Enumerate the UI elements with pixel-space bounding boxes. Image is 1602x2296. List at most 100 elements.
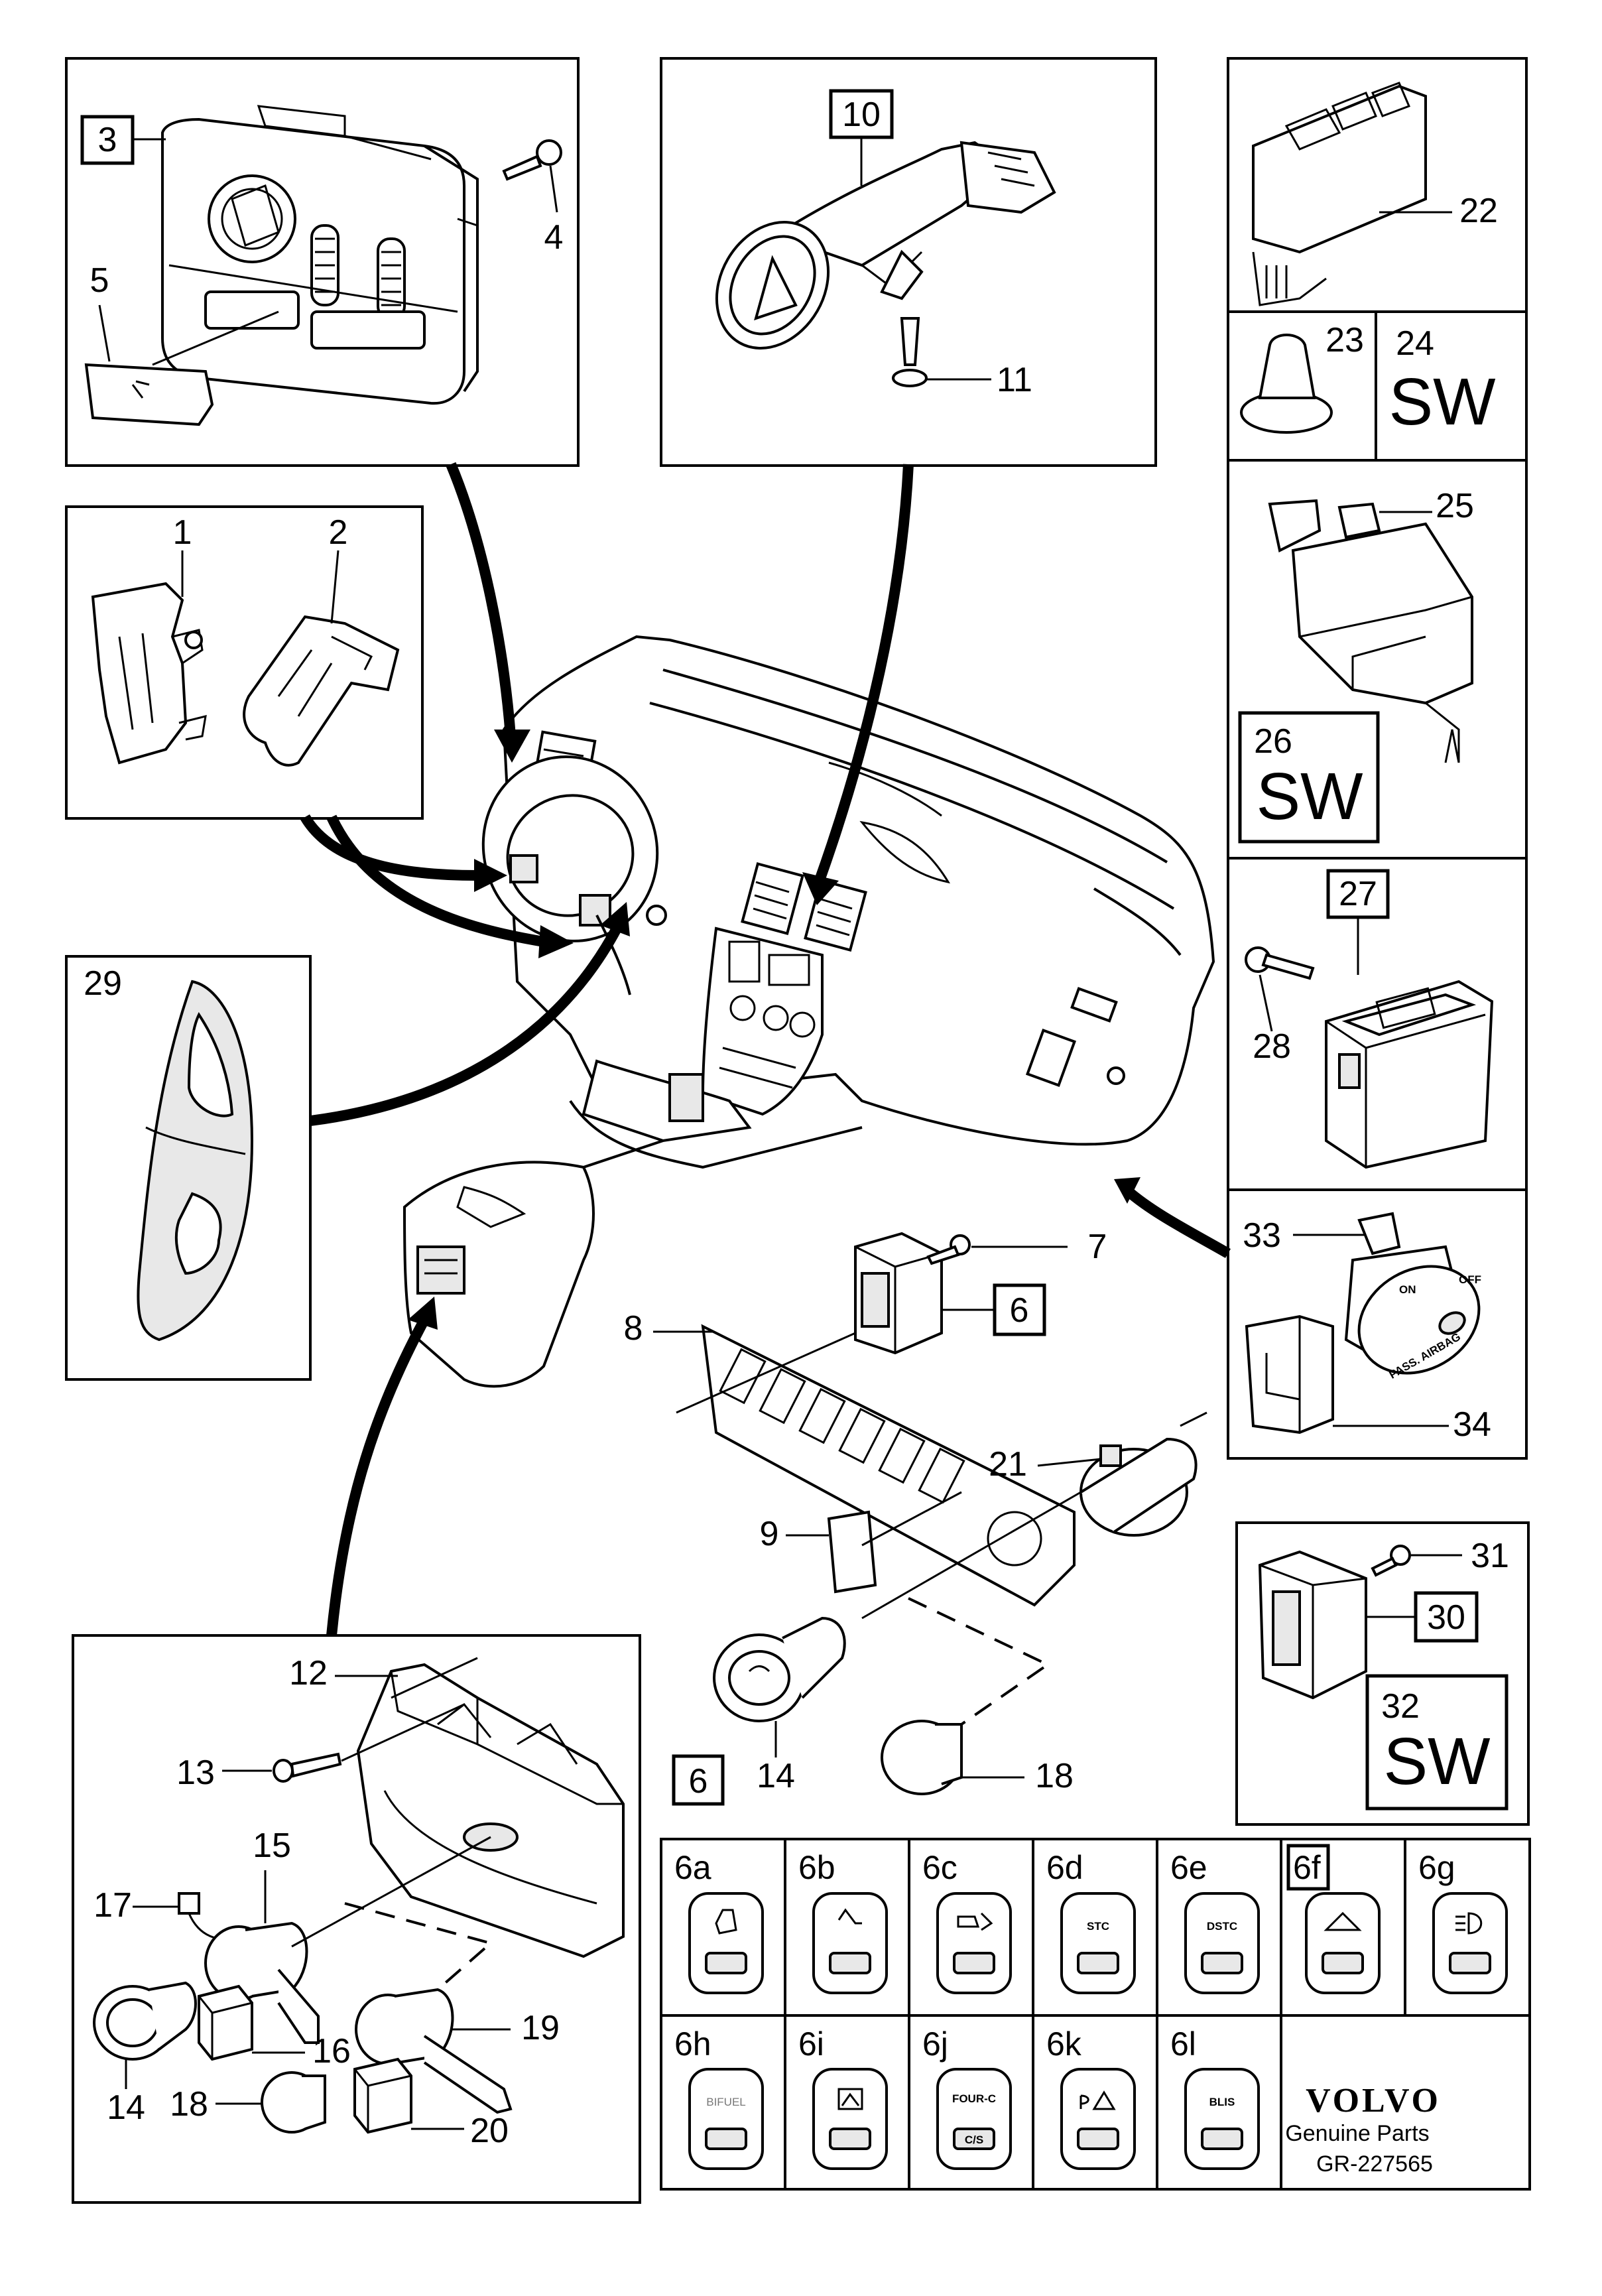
panel-trim-29 (65, 955, 312, 1381)
svg-text:6f: 6f (1293, 1849, 1321, 1886)
variant-6i: 6i (798, 2025, 888, 2170)
svg-text:BLIS: BLIS (1209, 2096, 1235, 2108)
callout-18a: 18 (1035, 1757, 1074, 1795)
panel-headlight-switch (65, 57, 580, 467)
callout-28: 28 (1253, 1027, 1291, 1066)
panel-door-switch (1235, 1521, 1530, 1826)
callout-2: 2 (329, 513, 348, 552)
variant-grid (660, 1838, 1531, 2191)
variant-6k: 6k (1046, 2025, 1136, 2170)
callout-22: 22 (1459, 192, 1498, 230)
variant-6g: 6g (1418, 1849, 1508, 1994)
callout-24: 24 (1396, 324, 1434, 363)
callout-12: 12 (289, 1654, 328, 1692)
callout-1: 1 (173, 513, 192, 552)
relay-16 (198, 1984, 253, 2061)
callout-14a: 14 (757, 1757, 795, 1795)
variant-6l: 6l BLIS (1170, 2025, 1260, 2170)
switch-6 (854, 1232, 943, 1355)
callout-19: 19 (521, 2009, 560, 2047)
callout-31: 31 (1471, 1537, 1509, 1575)
variant-6b: 6b (798, 1849, 888, 1994)
socket-15 (204, 1921, 320, 2044)
callout-30: 30 (1427, 1598, 1465, 1637)
svg-text:6a: 6a (674, 1849, 711, 1886)
sw-label-26: SW (1256, 759, 1363, 834)
callout-box-6b (672, 1754, 725, 1806)
rear-window-switch-25 (1268, 499, 1473, 763)
callout-26: 26 (1254, 722, 1292, 761)
callout-box-27 (1326, 869, 1390, 919)
variant-6e: 6e DSTC (1170, 1849, 1260, 1994)
svg-text:6c: 6c (922, 1849, 957, 1886)
variant-6a: 6a (674, 1849, 764, 1994)
screw-7 (926, 1234, 971, 1265)
screw-4 (502, 139, 562, 213)
screw-31 (1371, 1545, 1411, 1577)
plug-18b (261, 2071, 326, 2134)
callout-32: 32 (1381, 1687, 1420, 1726)
stalk-switch-2 (243, 615, 400, 767)
callout-6b: 6 (689, 1762, 708, 1801)
svg-text:6i: 6i (798, 2025, 824, 2063)
callout-16: 16 (312, 2032, 351, 2071)
brand-logo: VOLVO (1306, 2082, 1441, 2120)
variant-6d: 6d STC (1046, 1849, 1136, 1994)
callout-17: 17 (93, 1886, 132, 1925)
callout-23: 23 (1325, 321, 1364, 359)
plug-18 (881, 1720, 963, 1795)
svg-text:6d: 6d (1046, 1849, 1083, 1886)
callout-box-30 (1414, 1591, 1479, 1643)
callout-3: 3 (98, 121, 117, 159)
svg-text:6l: 6l (1170, 2025, 1196, 2063)
bracket-34 (1245, 1314, 1334, 1435)
callout-7: 7 (1088, 1228, 1107, 1266)
callout-box-6a (993, 1283, 1046, 1336)
callout-9: 9 (760, 1515, 779, 1553)
panel-steering-stalks (65, 505, 424, 820)
diagram-ref: GR-227565 (1316, 2151, 1433, 2177)
screw-11 (892, 317, 928, 387)
pointer-arrows (300, 462, 1231, 1636)
stalk-switch-1 (91, 582, 207, 765)
callout-6a: 6 (1010, 1291, 1029, 1330)
window-switch-22 (1252, 82, 1427, 306)
switch-insert-5 (84, 310, 279, 426)
console-bracket-12 (356, 1663, 625, 1958)
trim-panel-29 (137, 980, 254, 1342)
callout-11: 11 (997, 361, 1032, 399)
screw-13 (273, 1752, 342, 1783)
switch-panel-8 (701, 1324, 1076, 1607)
svg-text:6j: 6j (922, 2025, 948, 2063)
panel-airbag-switch (1227, 1188, 1528, 1460)
brand-subtitle: Genuine Parts (1285, 2121, 1429, 2146)
svg-text:DSTC: DSTC (1207, 1920, 1237, 1933)
svg-text:6g: 6g (1418, 1849, 1455, 1886)
svg-text:FOUR-C: FOUR-C (952, 2092, 996, 2105)
cigarette-lighter-14 (713, 1616, 846, 1722)
callout-8: 8 (624, 1309, 643, 1348)
callout-21: 21 (989, 1445, 1027, 1484)
callout-5: 5 (90, 261, 109, 300)
sw-box-26 (1238, 711, 1380, 844)
sw-label-24: SW (1388, 365, 1496, 439)
blank-cap-9 (827, 1510, 877, 1594)
knob-23 (1240, 334, 1333, 434)
panel-rear-console (72, 1634, 641, 2204)
callout-25: 25 (1436, 487, 1474, 525)
svg-text:STC: STC (1087, 1920, 1109, 1933)
svg-text:6h: 6h (674, 2025, 711, 2063)
socket-19 (355, 1988, 513, 2114)
variant-6h: 6h BIFUEL (674, 2025, 764, 2170)
screw-28 (1245, 946, 1315, 980)
callout-27: 27 (1339, 875, 1377, 913)
callout-18b: 18 (170, 2085, 208, 2124)
callout-14b: 14 (107, 2088, 145, 2127)
relay-20 (353, 2057, 412, 2134)
airbag-switch-33: ON OFF PASS. AIRBAG (1344, 1212, 1481, 1381)
svg-text:C/S: C/S (965, 2134, 983, 2146)
callout-13: 13 (176, 1754, 215, 1792)
door-switch-30 (1258, 1550, 1367, 1700)
callout-34: 34 (1453, 1405, 1491, 1444)
